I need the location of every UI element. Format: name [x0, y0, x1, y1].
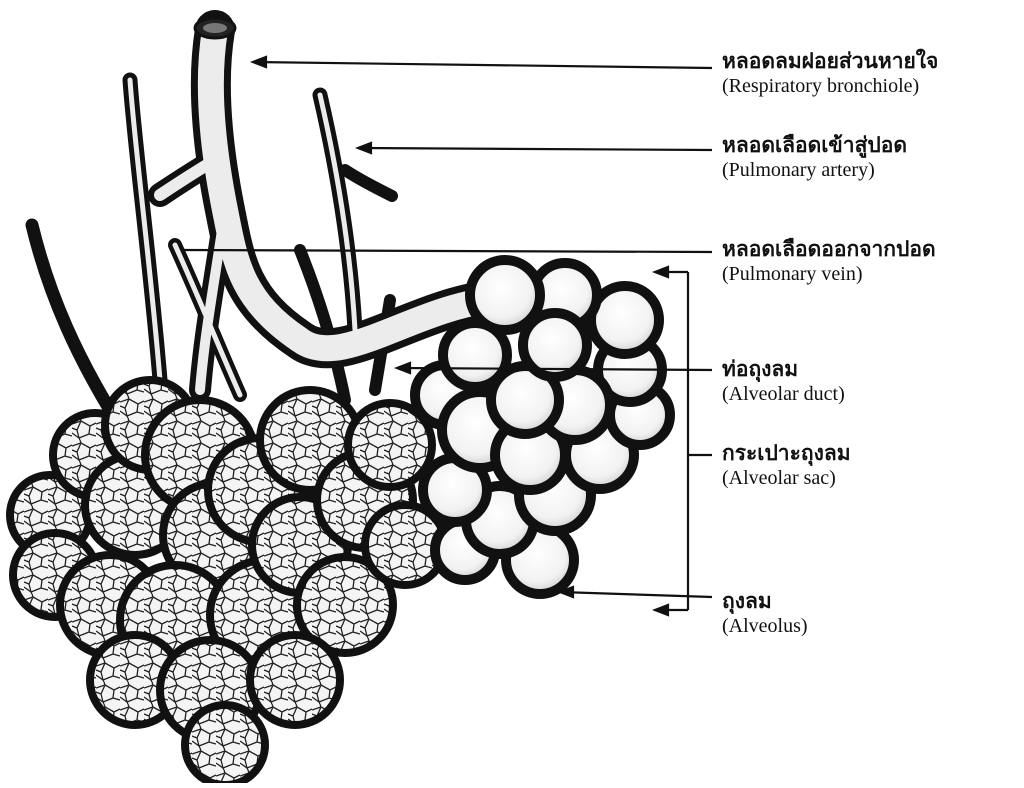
label-english: (Alveolar duct)	[722, 382, 845, 406]
label-thai: กระเปาะถุงลม	[722, 440, 851, 466]
label-alveolus: ถุงลม (Alveolus)	[722, 588, 808, 638]
label-thai: หลอดเลือดเข้าสู่ปอด	[722, 132, 907, 158]
vessels	[32, 18, 490, 410]
label-english: (Respiratory bronchiole)	[722, 74, 938, 98]
label-english: (Alveolar sac)	[722, 466, 851, 490]
label-english: (Alveolus)	[722, 614, 808, 638]
label-english: (Pulmonary artery)	[722, 158, 907, 182]
label-english: (Pulmonary vein)	[722, 262, 936, 286]
label-thai: ถุงลม	[722, 588, 808, 614]
label-pulmonary-vein: หลอดเลือดออกจากปอด (Pulmonary vein)	[722, 236, 936, 286]
label-thai: ท่อถุงลม	[722, 356, 845, 382]
label-thai: หลอดลมฝอยส่วนหายใจ	[722, 48, 938, 74]
label-alveolar-sac: กระเปาะถุงลม (Alveolar sac)	[722, 440, 851, 490]
capillary-covered-alveoli	[10, 380, 445, 783]
label-thai: หลอดเลือดออกจากปอด	[722, 236, 936, 262]
label-alveolar-duct: ท่อถุงลม (Alveolar duct)	[722, 356, 845, 406]
label-respiratory-bronchiole: หลอดลมฝอยส่วนหายใจ (Respiratory bronchio…	[722, 48, 938, 98]
label-pulmonary-artery: หลอดเลือดเข้าสู่ปอด (Pulmonary artery)	[722, 132, 907, 182]
